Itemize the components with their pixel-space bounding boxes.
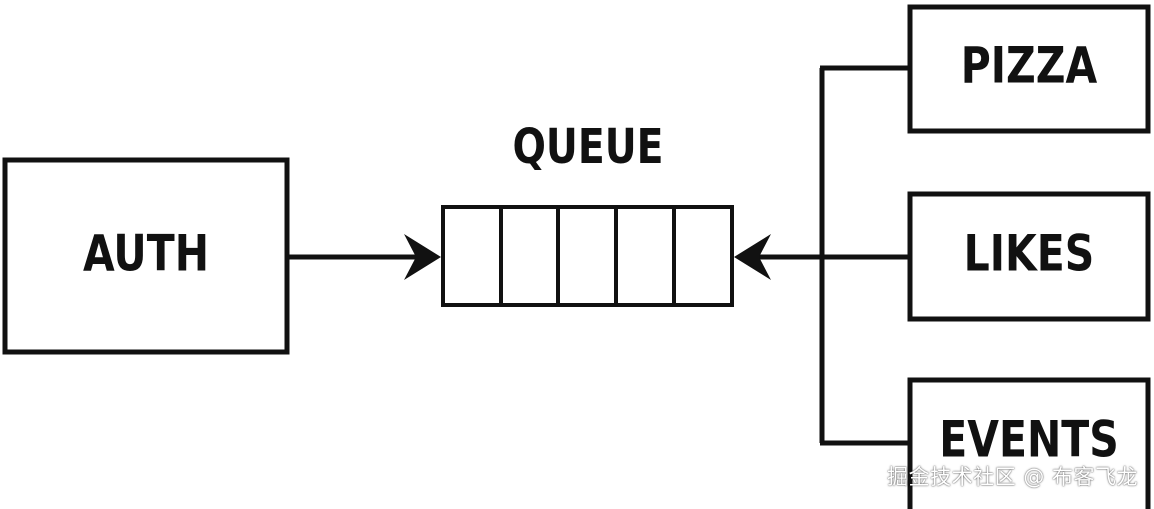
- events-node: EVENTS: [907, 377, 1151, 509]
- queue-box: [441, 205, 734, 307]
- likes-box: [907, 191, 1151, 322]
- auth-label: AUTH: [83, 225, 209, 283]
- producer-bus: [819, 65, 908, 446]
- auth-box: [2, 157, 290, 355]
- pizza-node: PIZZA: [907, 4, 1151, 134]
- events-label: EVENTS: [939, 411, 1119, 469]
- queue-node: [441, 205, 734, 307]
- auth-to-queue-arrow: [289, 234, 441, 280]
- events-box: [907, 377, 1151, 509]
- likes-label: LIKES: [964, 225, 1095, 283]
- watermark-text: 掘金技术社区 @ 布客飞龙: [887, 465, 1138, 489]
- producers-to-queue-arrowhead: [734, 234, 771, 280]
- pizza-label: PIZZA: [961, 37, 1098, 95]
- auth-node: AUTH: [2, 157, 290, 355]
- likes-node: LIKES: [907, 191, 1151, 322]
- auth-to-queue-arrowhead: [404, 234, 441, 280]
- queue-label: QUEUE: [512, 119, 663, 175]
- producers-to-queue-arrow: [734, 234, 908, 280]
- pizza-box: [907, 4, 1151, 134]
